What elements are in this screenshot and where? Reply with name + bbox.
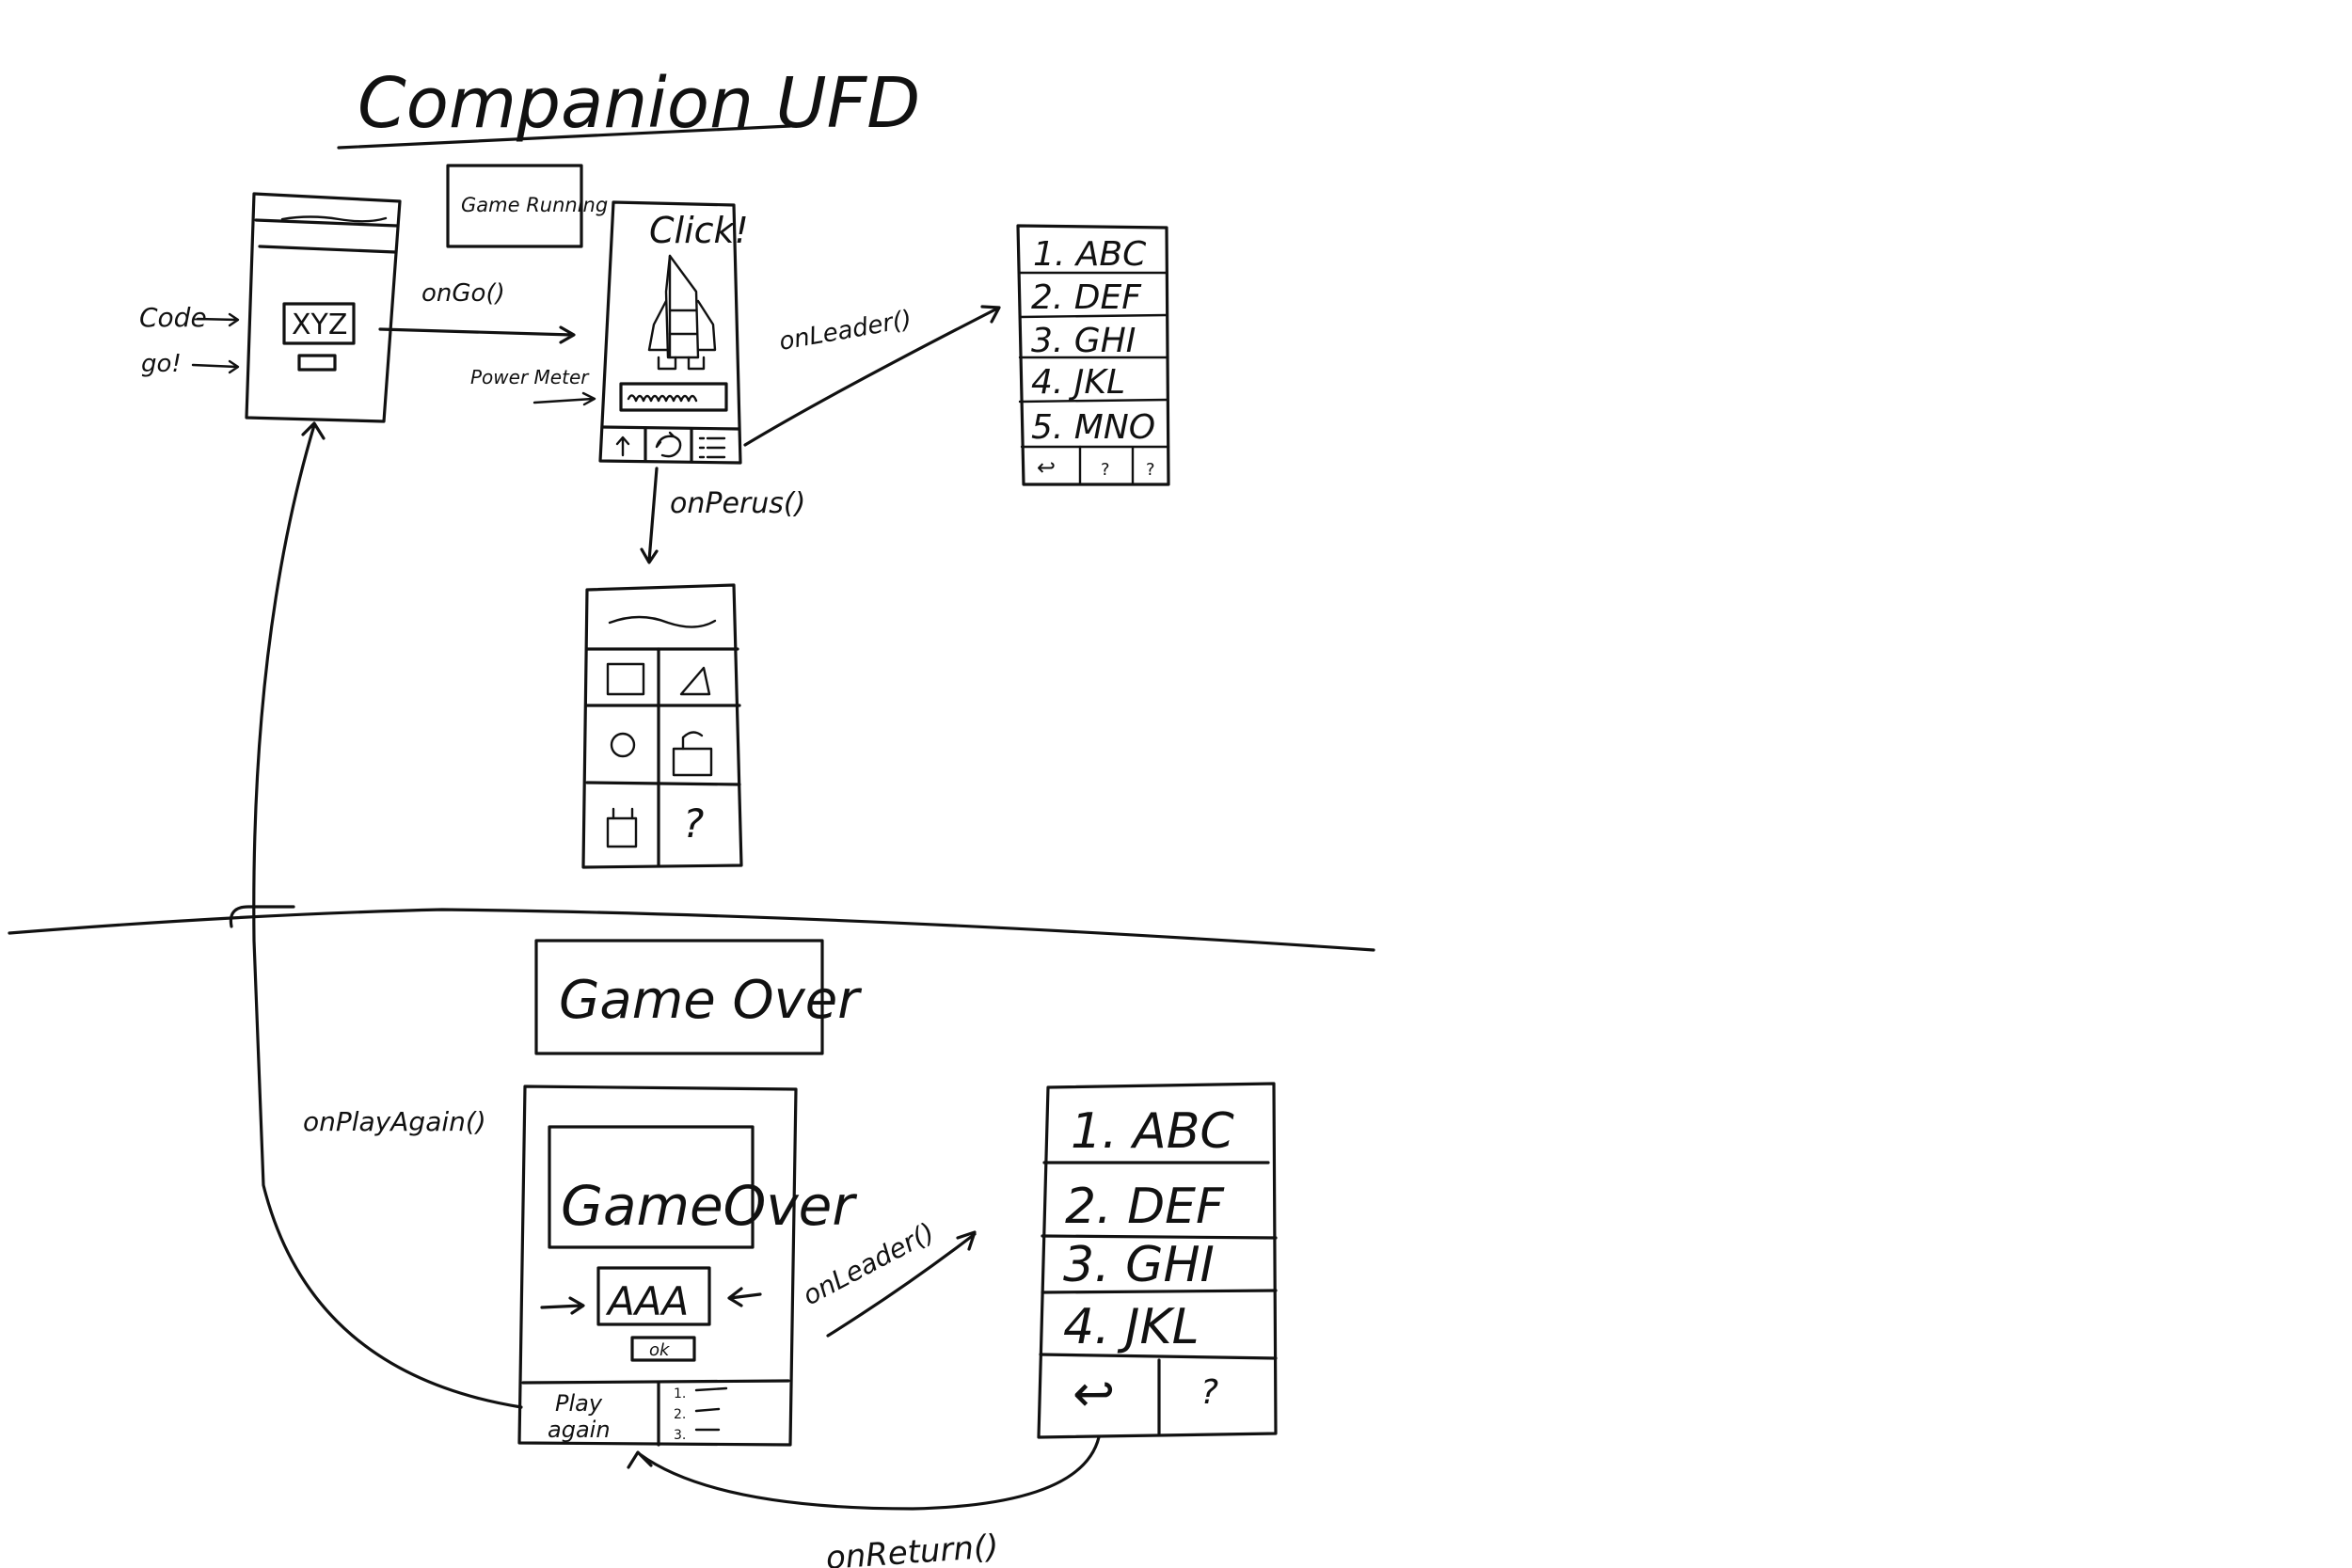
leaderboard-top: 1. ABC 2. DEF 3. GHI 4. JKL 5. MNO ↩ ? ?: [1016, 224, 1170, 486]
game-running-box: [446, 164, 583, 248]
leaderboard-top-row: 5. MNO: [1031, 408, 1155, 447]
section-divider: [8, 908, 1375, 952]
mystery-item[interactable]: ?: [683, 800, 704, 847]
initials-value: AAA: [605, 1278, 689, 1324]
leaderboard-bottom-row: 2. DEF: [1065, 1179, 1225, 1235]
rocket-icon[interactable]: [647, 254, 717, 371]
go-button-box[interactable]: [297, 354, 337, 372]
power-meter: [619, 382, 728, 412]
shop-screen: ?: [581, 583, 743, 869]
gameover-screen: GameOver AAA ok Play again 1. 2. 3.: [517, 1085, 857, 1447]
code-label: Code: [139, 302, 207, 333]
unlock-icon[interactable]: [672, 731, 713, 777]
leaderboard-bottom: 1. ABC 2. DEF 3. GHI 4. JKL ↩ ?: [1037, 1082, 1278, 1439]
on-leader-top-label: onLeader(): [777, 306, 914, 356]
go-label: go!: [141, 350, 182, 378]
game-over-box: [534, 939, 824, 1055]
on-play-again-label: onPlayAgain(): [303, 1106, 486, 1137]
start-screen: XYZ: [245, 192, 402, 423]
mini-board-row: 2.: [674, 1407, 686, 1422]
power-meter-label: Power Meter: [470, 366, 590, 388]
game-over-label: Game Over: [559, 970, 862, 1031]
return-button[interactable]: ↩: [1073, 1364, 1115, 1423]
gameover-heading-box: [548, 1125, 755, 1249]
triangle-icon[interactable]: [679, 666, 711, 696]
ok-button[interactable]: [630, 1336, 696, 1362]
leaderboard-bottom-row: 1. ABC: [1071, 1103, 1234, 1160]
game-running-label: Game Running: [461, 194, 608, 216]
on-go-label: onGo(): [421, 279, 505, 308]
leaderboard-top-row: 2. DEF: [1031, 278, 1142, 317]
game-screen: Click!: [598, 200, 749, 465]
diagram-title: Companion UFD: [358, 63, 920, 144]
on-return-label: onReturn(): [825, 1528, 1000, 1568]
help-button[interactable]: ?: [1101, 460, 1110, 480]
help-button[interactable]: ?: [1200, 1373, 1218, 1412]
leaderboard-top-row: 4. JKL: [1031, 363, 1125, 402]
circle-icon[interactable]: [610, 732, 636, 758]
play-again-button-line2[interactable]: again: [548, 1417, 611, 1443]
ok-label: ok: [649, 1340, 671, 1360]
refresh-icon[interactable]: [655, 431, 682, 458]
play-again-button[interactable]: Play: [555, 1390, 603, 1417]
title-underline: [337, 124, 792, 150]
leaderboard-bottom-row: 3. GHI: [1063, 1237, 1215, 1293]
back-button[interactable]: ↩: [1037, 454, 1056, 481]
square-icon[interactable]: [606, 662, 645, 696]
on-perus-label: onPerus(): [670, 487, 805, 520]
leaderboard-list-icon[interactable]: [698, 436, 726, 459]
leaderboard-top-row: 3. GHI: [1031, 322, 1136, 360]
gameover-heading: GameOver: [561, 1174, 857, 1238]
help-button[interactable]: ?: [1146, 460, 1155, 480]
upgrade-arrow-icon[interactable]: [615, 436, 630, 457]
bag-icon[interactable]: [606, 807, 638, 848]
code-value: XYZ: [292, 309, 347, 341]
leaderboard-bottom-row: 4. JKL: [1063, 1299, 1200, 1355]
leaderboard-top-row: 1. ABC: [1033, 235, 1147, 274]
click-label: Click!: [649, 210, 749, 251]
code-input-box[interactable]: [282, 302, 356, 345]
initials-input[interactable]: [596, 1266, 711, 1326]
mini-board-row: 1.: [674, 1386, 686, 1402]
mini-board-row: 3.: [674, 1428, 686, 1443]
